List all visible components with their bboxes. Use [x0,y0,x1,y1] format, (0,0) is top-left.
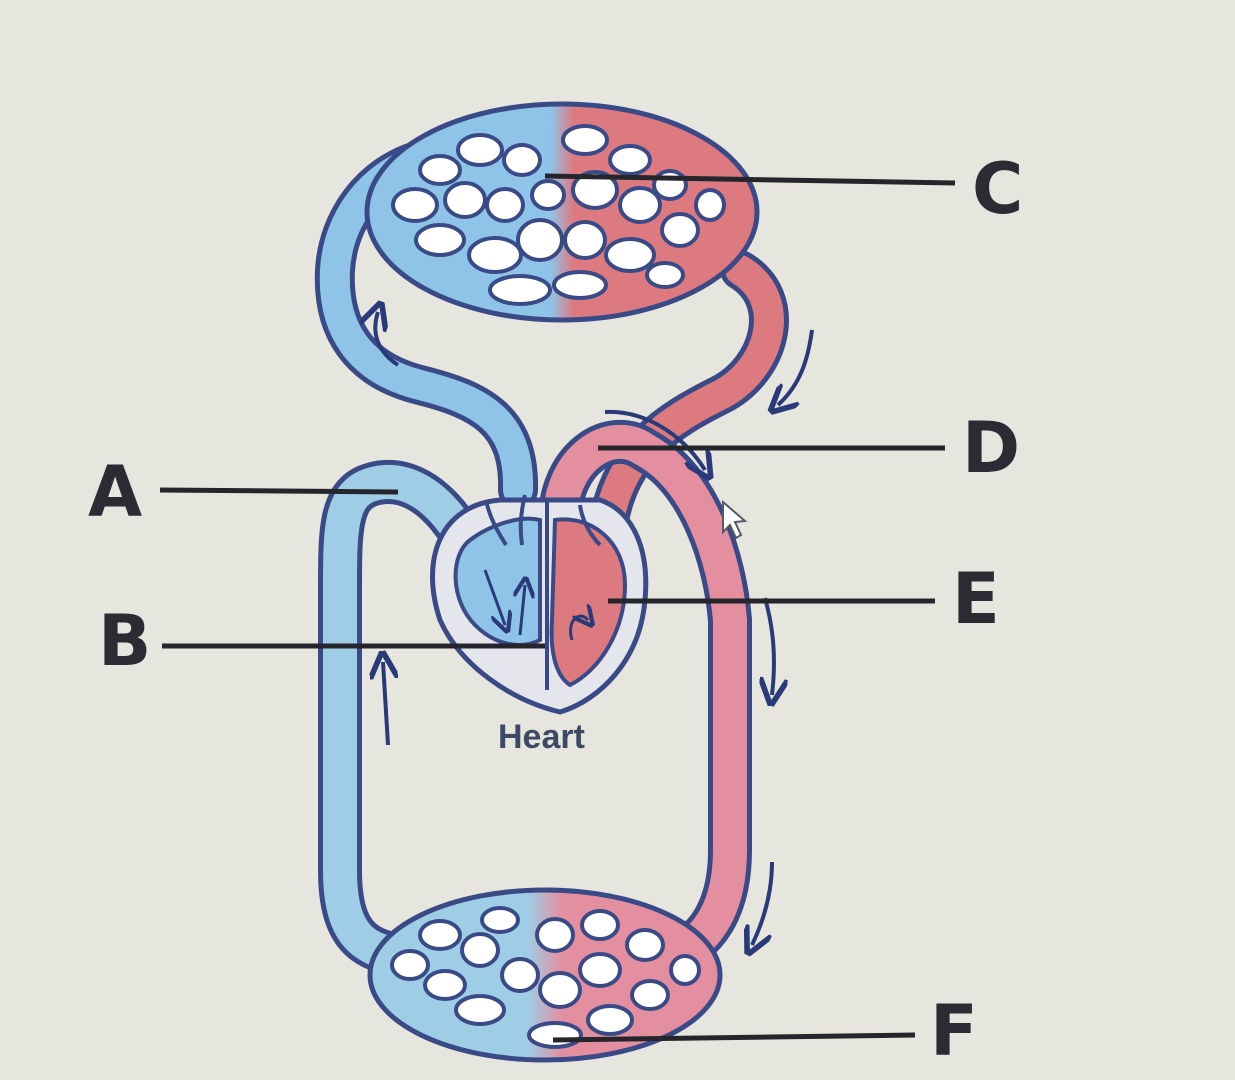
label-e: E [952,558,1000,640]
label-d: D [962,407,1020,489]
leader-line-c [544,173,956,186]
flow-arrow-pulmonary-vein [778,329,814,405]
heart-label: Heart [498,718,585,756]
left-ventricle [549,517,628,688]
flow-arrow-aorta-arch [604,409,705,470]
label-f: F [930,990,978,1072]
mouse-pointer-icon [722,499,748,540]
label-a: A [88,451,142,533]
body-capillaries [367,887,723,1063]
flow-arrow-vena-cava [383,662,388,746]
lung-capillaries [364,101,760,323]
flow-arrows [375,312,814,945]
vessels [314,140,789,977]
label-c: C [972,148,1023,230]
leader-line-a [159,487,399,495]
leader-line-f [552,1032,916,1043]
flow-arrow-aorta-descending [765,597,774,695]
right-ventricle [453,516,542,647]
label-b: B [98,600,151,682]
heart [430,494,649,715]
flow-arrow-pulmonary-artery [375,312,400,367]
leader-lines [159,173,956,1043]
flow-arrow-aorta-lower [752,861,774,945]
